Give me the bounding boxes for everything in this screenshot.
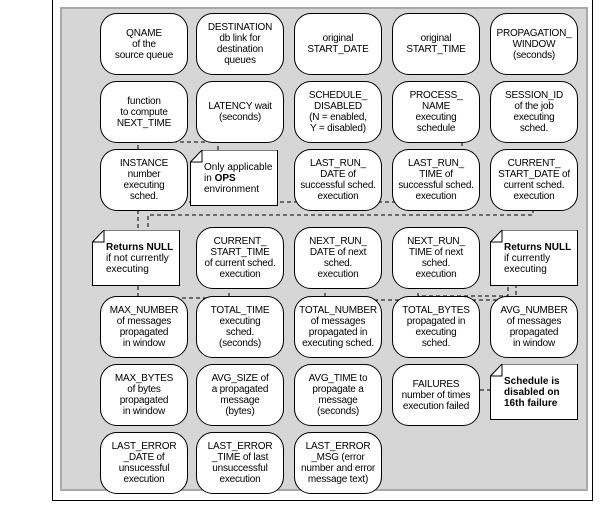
column-box: PROCESS_ NAME executing schedule [392, 81, 480, 143]
column-box: LATENCY wait (seconds) [196, 81, 284, 143]
column-box: LAST_RUN_ TIME of successful sched. exec… [392, 149, 480, 211]
column-box: SCHEDULE_ DISABLED (N = enabled, Y = dis… [294, 81, 382, 143]
column-box: original START_TIME [392, 13, 480, 75]
column-box: AVG_TIME to propagate a message (seconds… [294, 364, 382, 426]
column-box: LAST_ERROR _TIME of last unsuccessful ex… [196, 432, 284, 494]
note-text: Returns NULL if currently executing [504, 242, 571, 275]
note-text-bold: Returns NULL [106, 241, 174, 253]
column-box: SESSION_ID of the job executing sched. [490, 81, 578, 143]
note-text-bold: Returns NULL [504, 241, 572, 253]
note-text-part: if currently executing [504, 252, 551, 275]
note-text-bold: Schedule is disabled on 16th failure [504, 375, 560, 409]
column-box: INSTANCE number executing sched. [100, 149, 188, 211]
note-text-part: environment [204, 183, 260, 195]
note-text-part: Only applicable in [204, 161, 273, 184]
annotation-note: Only applicable in OPS environment [190, 150, 278, 206]
column-box: CURRENT_ START_DATE of current sched. ex… [490, 149, 578, 211]
column-box: TOTAL_BYTES propagated in executing sche… [392, 296, 480, 358]
column-box: AVG_NUMBER of messages propagated in win… [490, 296, 578, 358]
column-box: LAST_ERROR _MSG (error number and error … [294, 432, 382, 494]
column-box: LAST_ERROR _DATE of unsucessful executio… [100, 432, 188, 494]
column-box: MAX_BYTES of bytes propagated in window [100, 364, 188, 426]
column-box: NEXT_RUN_ DATE of next sched. execution [294, 227, 382, 289]
note-text: Only applicable in OPS environment [204, 162, 272, 195]
column-box: TOTAL_NUMBER of messages propagated in e… [294, 296, 382, 358]
column-box: TOTAL_TIME executing sched. (seconds) [196, 296, 284, 358]
figure-frame [52, 0, 593, 501]
column-box: AVG_SIZE of a propagated message (bytes) [196, 364, 284, 426]
note-text: Schedule is disabled on 16th failure [504, 376, 560, 409]
note-text: Returns NULL if not currently executing [106, 242, 173, 275]
annotation-note: Returns NULL if not currently executing [92, 230, 180, 286]
column-box: QNAME of the source queue [100, 13, 188, 75]
column-box: CURRENT_ START_TIME of current sched. ex… [196, 227, 284, 289]
column-box: FAILURES number of times execution faile… [392, 364, 480, 426]
dashed-connector [137, 141, 219, 150]
column-box: original START_DATE [294, 13, 382, 75]
column-box: LAST_RUN_ DATE of successful sched. exec… [294, 149, 382, 211]
annotation-note: Returns NULL if currently executing [490, 230, 578, 286]
column-box: function to compute NEXT_TIME [100, 81, 188, 143]
note-text-bold: OPS [214, 172, 236, 184]
column-box: PROPAGATION_ WINDOW (seconds) [490, 13, 578, 75]
column-box: MAX_NUMBER of messages propagated in win… [100, 296, 188, 358]
column-box: DESTINATION db link for destination queu… [196, 13, 284, 75]
column-box: NEXT_RUN_ TIME of next sched. execution [392, 227, 480, 289]
dashed-connector [137, 286, 230, 299]
annotation-note: Schedule is disabled on 16th failure [490, 364, 578, 420]
dashed-connector [417, 286, 509, 297]
note-text-part: if not currently executing [106, 252, 169, 275]
